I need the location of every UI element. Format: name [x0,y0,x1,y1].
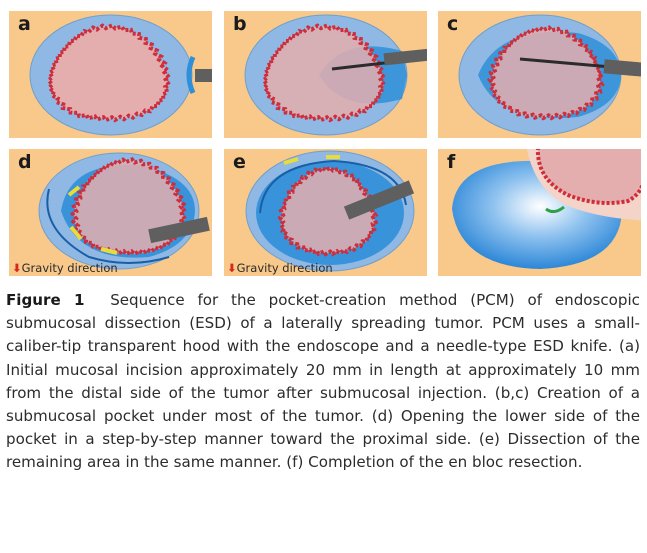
panel-label: f [447,151,456,173]
direction-arrow [69,225,83,241]
endoscope-hood [383,48,427,66]
panel-a-illustration [29,14,212,136]
panel-f-illustration [452,149,641,269]
direction-arrow [100,247,118,255]
figure-caption: Figure 1 Sequence for the pocket-creatio… [6,289,640,475]
specimen-tumor [535,149,641,205]
endoscope-hood [603,59,641,77]
panel-label: e [233,151,246,173]
incision-line [46,188,170,264]
panel-c-illustration [458,14,641,136]
panel-e-illustration [245,150,415,272]
panel-d: d ⬇Gravity direction [9,149,212,276]
gravity-direction-text: Gravity direction [21,261,118,275]
gravity-direction-text: Gravity direction [236,261,333,275]
direction-arrow [67,185,81,197]
endoscope-hood [148,216,210,244]
panel-b: b [224,11,427,138]
initial-incision [186,55,196,95]
panel-label: d [18,151,32,173]
tumor [277,165,379,257]
tumor [260,23,388,123]
incision-line [259,159,407,214]
gravity-direction-label: ⬇Gravity direction [12,261,118,275]
panel-label: b [233,13,247,35]
specimen-edge-arrow [545,205,565,214]
panel-e: e ⬇Gravity direction [224,149,427,276]
panel-c: c [438,11,641,138]
panel-b-illustration [244,14,427,136]
gravity-direction-label: ⬇Gravity direction [227,261,333,275]
panel-a: a [9,11,212,138]
panel-label: c [447,13,459,35]
figure-label: Figure 1 [6,291,85,309]
endoscope-hood [343,180,415,220]
gravity-arrow-icon: ⬇ [227,261,237,275]
gravity-arrow-icon: ⬇ [12,261,22,275]
caption-text: Sequence for the pocket-creation method … [6,291,640,472]
direction-arrow [283,157,299,165]
tumor [45,23,173,123]
tumor [486,25,605,121]
panel-f: f [438,149,641,276]
panel-d-illustration [38,152,210,270]
panel-label: a [18,13,31,35]
endoscope-hood [195,69,212,82]
